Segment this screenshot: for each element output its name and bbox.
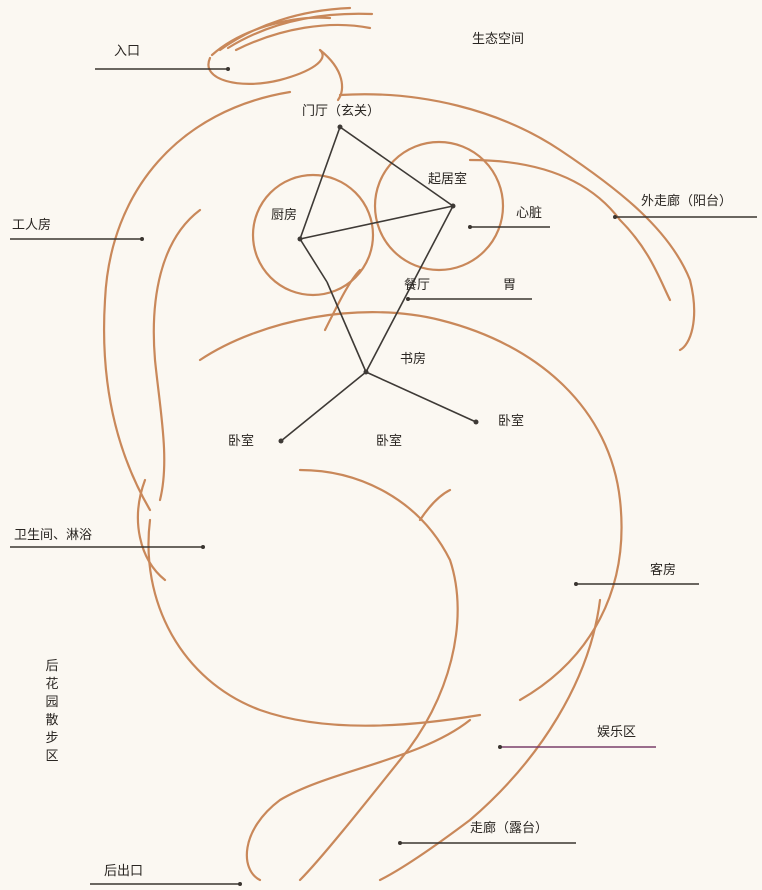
- connector-kitchen-dining: [299, 238, 328, 283]
- neck-curve: [318, 48, 344, 102]
- arm-curve: [468, 158, 672, 302]
- connector-study-bedroom-right: [365, 371, 477, 423]
- label-bedroom-right: 卧室: [498, 414, 525, 429]
- label-heart: 心脏: [516, 206, 543, 221]
- node-bedroom-left: [278, 438, 284, 444]
- living-room-circle: [373, 140, 505, 272]
- label-worker-room: 工人房: [12, 218, 52, 233]
- label-corridor-terrace: 走廊（露台）: [470, 821, 549, 836]
- label-bath: 卫生间、淋浴: [14, 528, 93, 543]
- label-bedroom-mid: 卧室: [376, 434, 403, 449]
- connector-study-bedroom-left: [280, 371, 367, 442]
- belly-lower-curve: [147, 518, 482, 727]
- connector-living-study: [365, 205, 454, 373]
- label-kitchen: 厨房: [271, 208, 298, 223]
- connector-kitchen-living: [299, 205, 454, 240]
- label-dining: 餐厅: [404, 278, 431, 293]
- outer-body-curve: [102, 90, 292, 512]
- node-foyer: [337, 124, 343, 130]
- connector-dining-study: [326, 281, 367, 373]
- shoulder-curve: [338, 93, 696, 352]
- inner-back-curve: [152, 208, 202, 502]
- node-kitchen: [297, 236, 303, 242]
- label-study: 书房: [400, 352, 427, 367]
- diagram-title: 生态空间: [472, 32, 525, 47]
- label-stomach: 胃: [503, 278, 517, 293]
- entrance-strands: [210, 6, 374, 57]
- label-back-exit: 后出口: [104, 864, 144, 879]
- swirl-curve: [298, 468, 459, 882]
- label-guest-room: 客房: [650, 563, 677, 578]
- label-bedroom-left: 卧室: [228, 434, 255, 449]
- label-entertainment: 娱乐区: [597, 725, 637, 740]
- label-outer-corridor: 外走廊（阳台）: [641, 194, 733, 209]
- node-living: [450, 203, 456, 209]
- connector-foyer-kitchen: [299, 126, 341, 240]
- kitchen-circle: [251, 173, 375, 297]
- node-bedroom-right: [473, 419, 479, 425]
- side-stroke: [323, 268, 362, 332]
- lower-tail-curve: [245, 718, 472, 882]
- label-living-room: 起居室: [428, 172, 468, 187]
- swirl-hook: [418, 488, 452, 522]
- connector-foyer-living: [339, 126, 454, 207]
- bath-curve: [136, 478, 167, 582]
- right-lower-curve: [378, 598, 602, 882]
- label-back-garden: 后花园散步区: [45, 659, 59, 764]
- label-entrance: 入口: [114, 44, 141, 59]
- belly-curve: [198, 311, 623, 702]
- entrance-loop: [207, 48, 324, 85]
- node-study: [363, 369, 369, 375]
- label-foyer: 门厅（玄关）: [302, 104, 381, 119]
